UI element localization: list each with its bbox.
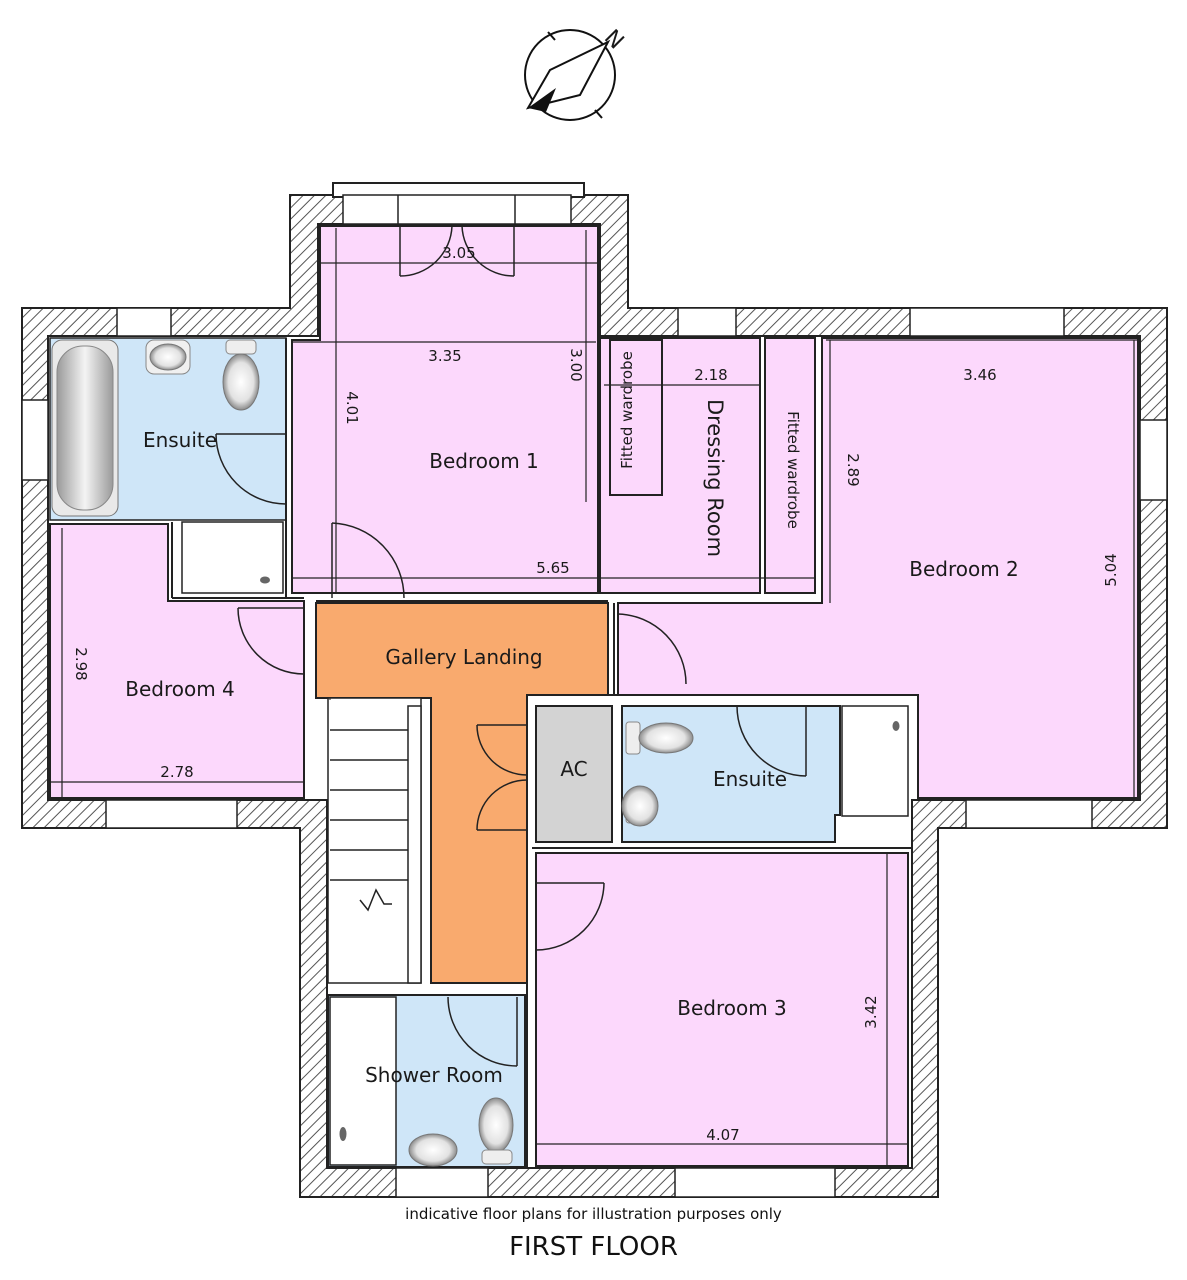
toilet-icon [478,1097,514,1165]
dim-bed3-depth: 3.42 [862,995,880,1028]
disclaimer-note: indicative floor plans for illustration … [405,1205,782,1223]
dim-bed4-width: 2.78 [160,763,193,781]
dim-bed1-total-width: 5.65 [536,559,569,577]
room-bedroom-1 [291,225,599,594]
label-fitted-wardrobe-left: Fitted wardrobe [618,351,636,469]
toilet-icon [222,339,260,411]
dim-bed3-width: 4.07 [706,1126,739,1144]
internal-walls [171,338,918,1168]
fitted-wardrobe-right [764,337,816,594]
staircase [327,697,422,984]
dim-bed1-width: 3.35 [428,347,461,365]
label-fitted-wardrobe-right: Fitted wardrobe [784,411,802,529]
windows [21,194,1168,1198]
dim-bed4-depth: 2.98 [72,647,90,680]
fitted-wardrobe-left [609,339,663,496]
dim-bed2-depth: 5.04 [1102,553,1120,586]
basin-icon [625,721,694,755]
dim-bed2-width: 3.46 [963,366,996,384]
label-bedroom-3: Bedroom 3 [677,996,787,1020]
dim-bed1-bay-width: 3.05 [442,244,475,262]
label-ensuite-east: Ensuite [713,767,787,791]
label-dressing-room: Dressing Room [703,399,727,557]
doors [215,225,807,1067]
room-airing-cupboard [535,705,613,843]
label-airing-cupboard: AC [560,757,587,781]
label-shower-room: Shower Room [365,1063,503,1087]
label-ensuite-west: Ensuite [143,428,217,452]
label-bedroom-2: Bedroom 2 [909,557,1019,581]
basin-icon [408,1133,458,1167]
label-bedroom-4: Bedroom 4 [125,677,235,701]
dim-bed2-depth-short: 2.89 [844,453,862,486]
north-compass-icon: N [524,25,628,121]
dim-bed1-bay-depth: 3.00 [567,348,585,381]
room-bedroom-4 [49,523,305,799]
room-bedroom-3 [535,852,909,1167]
dim-bed1-depth: 4.01 [343,391,361,424]
bath-icon [51,339,119,517]
floor-title: FIRST FLOOR [509,1232,678,1262]
label-bedroom-1: Bedroom 1 [429,449,539,473]
basin-icon [621,785,659,827]
label-gallery-landing: Gallery Landing [385,645,542,669]
dimension-lines [50,228,1138,1166]
dim-dressing-width: 2.18 [694,366,727,384]
basin-icon [145,339,191,375]
